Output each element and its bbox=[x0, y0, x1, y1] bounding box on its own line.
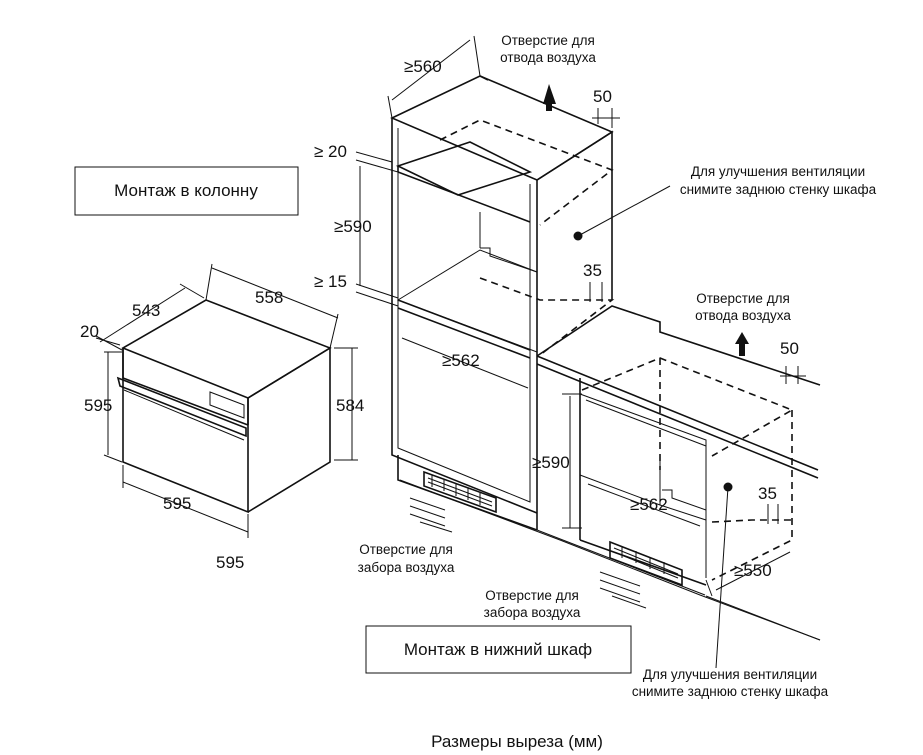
undercounter-mount-label: Монтаж в нижний шкаф bbox=[404, 640, 592, 659]
undercounter-mount-box: Монтаж в нижний шкаф bbox=[365, 625, 632, 674]
column-depth: ≥560 bbox=[404, 57, 442, 76]
note-exhaust-2-line1: Отверстие для bbox=[696, 291, 790, 306]
exhaust-arrow-icon bbox=[543, 84, 556, 104]
undercounter-dimension-lines bbox=[562, 366, 806, 669]
column-side-gap: 35 bbox=[583, 261, 602, 280]
oven-front-offset: 20 bbox=[80, 322, 99, 341]
oven-drawing bbox=[116, 299, 332, 514]
note-intake-1-line2: забора воздуха bbox=[358, 560, 455, 575]
exhaust-arrow-shaft bbox=[546, 102, 552, 111]
oven-width-front: 595 bbox=[163, 494, 191, 513]
note-exhaust-1: Отверстие для отвода воздуха bbox=[500, 33, 596, 65]
column-cabinet-drawing bbox=[390, 75, 821, 641]
column-mount-label: Монтаж в колонну bbox=[114, 181, 258, 200]
note-exhaust-1-line2: отвода воздуха bbox=[500, 50, 596, 65]
oven-width-bottom: 595 bbox=[216, 553, 244, 572]
vent-point-column bbox=[573, 231, 583, 241]
note-intake-2: Отверстие для забора воздуха bbox=[484, 588, 581, 620]
cabinet-niche-height: ≥590 bbox=[532, 453, 570, 472]
oven-depth-top: 543 bbox=[132, 301, 160, 320]
column-niche-width: ≥562 bbox=[442, 351, 480, 370]
column-niche-height: ≥590 bbox=[334, 217, 372, 236]
cabinet-niche-width: ≥562 bbox=[630, 495, 668, 514]
column-dimension-lines bbox=[355, 35, 671, 389]
column-rear-gap: 50 bbox=[593, 87, 612, 106]
oven-height-side: 584 bbox=[336, 396, 364, 415]
cabinet-rear-gap: 50 bbox=[780, 339, 799, 358]
oven-width-top: 558 bbox=[255, 288, 283, 307]
note-vent-2-line2: снимите заднюю стенку шкафа bbox=[632, 684, 829, 699]
note-vent-1: Для улучшения вентиляции снимите заднюю … bbox=[680, 164, 877, 197]
note-exhaust-1-line1: Отверстие для bbox=[501, 33, 595, 48]
undercounter-cabinet-drawing bbox=[536, 305, 821, 641]
column-mount-box: Монтаж в колонну bbox=[74, 166, 299, 216]
oven-height-front: 595 bbox=[84, 396, 112, 415]
caption: Размеры выреза (мм) bbox=[431, 732, 603, 751]
note-vent-1-line2: снимите заднюю стенку шкафа bbox=[680, 182, 877, 197]
exhaust-arrow-2-shaft bbox=[739, 342, 745, 356]
note-intake-2-line1: Отверстие для bbox=[485, 588, 579, 603]
column-top-gap: ≥ 20 bbox=[314, 142, 347, 161]
note-exhaust-2-line2: отвода воздуха bbox=[695, 308, 791, 323]
note-vent-2: Для улучшения вентиляции снимите заднюю … bbox=[632, 667, 829, 699]
exhaust-arrow-2-icon bbox=[735, 332, 749, 344]
vent-point-cabinet bbox=[723, 482, 733, 492]
note-vent-2-line1: Для улучшения вентиляции bbox=[643, 667, 817, 682]
oven-dimension-lines bbox=[95, 263, 358, 538]
note-intake-2-line2: забора воздуха bbox=[484, 605, 581, 620]
column-bottom-gap: ≥ 15 bbox=[314, 272, 347, 291]
note-intake-1: Отверстие для забора воздуха bbox=[358, 542, 455, 575]
cabinet-depth: ≥550 bbox=[734, 561, 772, 580]
note-exhaust-2: Отверстие для отвода воздуха bbox=[695, 291, 791, 323]
note-vent-1-line1: Для улучшения вентиляции bbox=[691, 164, 865, 179]
cabinet-side-gap: 35 bbox=[758, 484, 777, 503]
note-intake-1-line1: Отверстие для bbox=[359, 542, 453, 557]
